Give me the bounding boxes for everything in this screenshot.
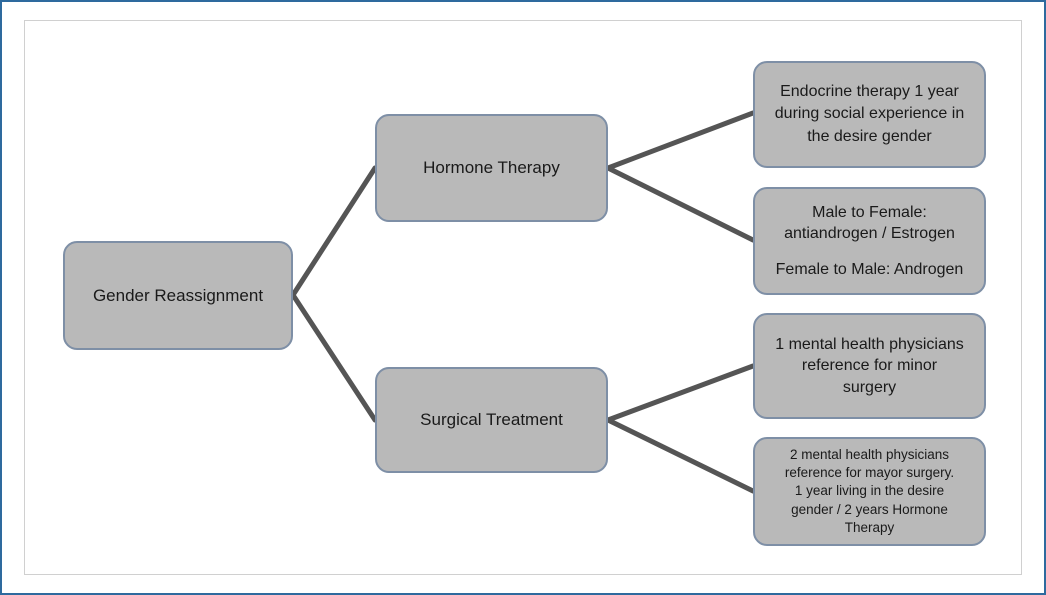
node-hormone-therapy: Hormone Therapy xyxy=(375,114,608,222)
node-text-line: 1 mental health physicians xyxy=(775,335,964,353)
node-text-line: Therapy xyxy=(844,519,895,535)
connector-surgical-leaf-3 xyxy=(605,363,756,423)
node-gender-reassignment: Gender Reassignment xyxy=(63,241,293,350)
connector-root-surgical xyxy=(290,292,378,423)
connector-root-hormone xyxy=(290,165,378,298)
node-text-line: Female to Male: Androgen xyxy=(775,260,964,278)
node-surgical-treatment: Surgical Treatment xyxy=(375,367,608,473)
node-label: Surgical Treatment xyxy=(420,410,563,429)
node-label: Gender Reassignment xyxy=(92,285,264,305)
node-text-line: antiandrogen / Estrogen xyxy=(784,225,955,243)
node-label: Hormone Therapy xyxy=(423,158,560,177)
node-text-line: the desire gender xyxy=(807,127,932,145)
node-text-line: Endocrine therapy 1 year xyxy=(780,82,959,100)
node-hormone-types: Male to Female: antiandrogen / Estrogen … xyxy=(753,187,986,295)
node-major-surgery: 2 mental health physicians reference for… xyxy=(753,437,986,546)
node-text-line: Male to Female: xyxy=(812,203,927,221)
node-text-line: reference for minor xyxy=(801,357,938,375)
node-text-line: during social experience in xyxy=(774,105,965,123)
node-minor-surgery: 1 mental health physicians reference for… xyxy=(753,313,986,419)
connector-hormone-leaf-1 xyxy=(605,110,756,171)
node-endocrine-therapy: Endocrine therapy 1 year during social e… xyxy=(753,61,986,168)
node-text-line: gender / 2 years Hormone xyxy=(791,501,948,517)
connector-hormone-leaf-2 xyxy=(605,165,756,243)
node-text-line: surgery xyxy=(842,378,897,396)
connector-surgical-leaf-4 xyxy=(605,417,756,494)
node-text-line: reference for mayor surgery. xyxy=(784,465,955,481)
node-text-line: 2 mental health physicians xyxy=(789,446,950,462)
line-gap xyxy=(776,245,964,259)
node-text-line: 1 year living in the desire xyxy=(794,483,945,499)
